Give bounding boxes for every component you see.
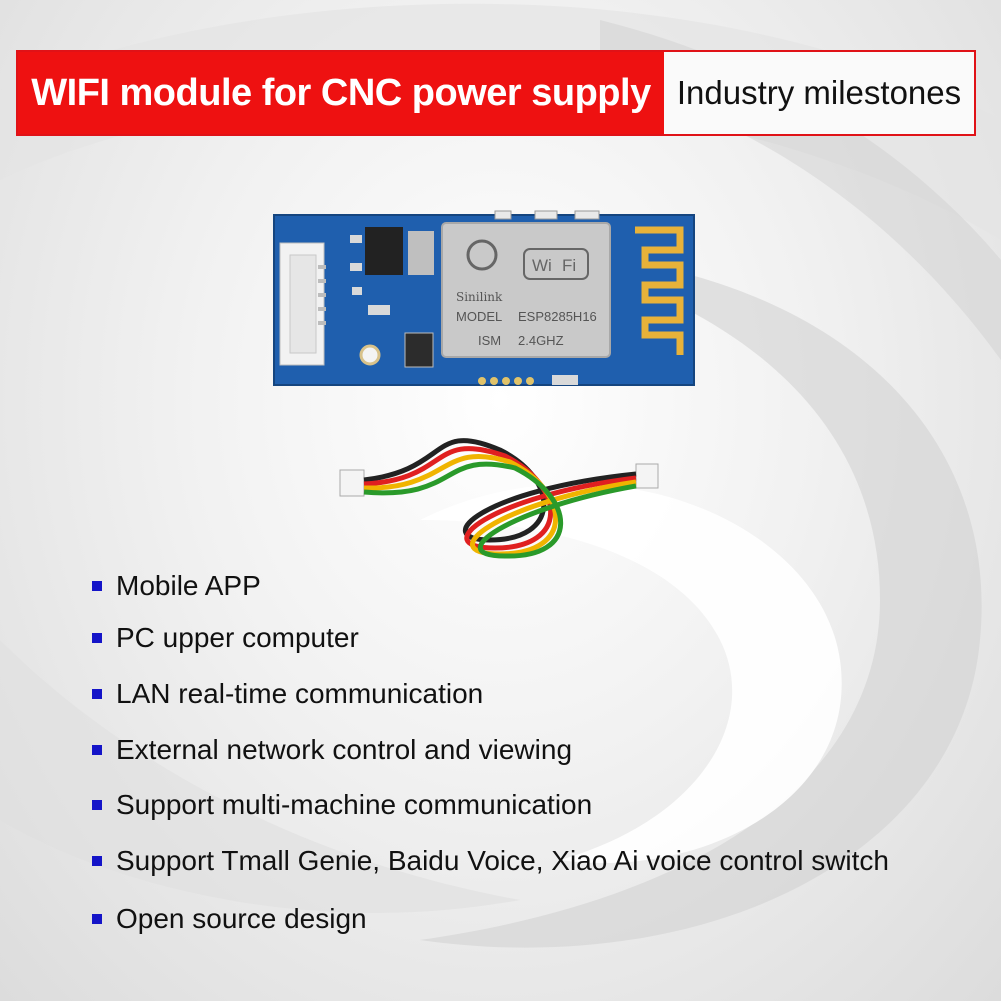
wifi-module-board: Sinilink Wi Fi MODEL ESP8285H16 ISM 2.4G… bbox=[273, 210, 695, 386]
cable-wires bbox=[363, 438, 637, 559]
bullet-icon bbox=[92, 856, 102, 866]
list-item: PC upper computer bbox=[92, 622, 359, 654]
list-item: External network control and viewing bbox=[92, 734, 572, 766]
cable-harness bbox=[339, 438, 659, 559]
antenna-icon bbox=[635, 226, 684, 355]
list-item: Support multi-machine communication bbox=[92, 789, 592, 821]
brand-logo-icon bbox=[466, 239, 498, 271]
bullet-icon bbox=[92, 581, 102, 591]
connector-pins bbox=[318, 265, 326, 325]
tagline-block: Industry milestones bbox=[664, 52, 974, 134]
bullet-icon bbox=[92, 633, 102, 643]
bullet-icon bbox=[92, 914, 102, 924]
banner-tagline: Industry milestones bbox=[676, 74, 962, 111]
title-banner: WIFI module for CNC power supply Industr… bbox=[16, 50, 976, 136]
cable-connector-right bbox=[635, 463, 659, 489]
list-item: LAN real-time communication bbox=[92, 678, 483, 710]
reset-button bbox=[404, 332, 434, 368]
bullet-icon bbox=[92, 689, 102, 699]
bullet-icon bbox=[92, 800, 102, 810]
cable-connector-left bbox=[339, 469, 365, 497]
module-brand: Sinilink bbox=[456, 290, 503, 304]
title-block: WIFI module for CNC power supply bbox=[18, 52, 664, 134]
regulator-chip bbox=[365, 227, 403, 275]
model-label: MODEL bbox=[456, 309, 502, 324]
wifi-badge bbox=[523, 248, 589, 280]
list-item: Support Tmall Genie, Baidu Voice, Xiao A… bbox=[92, 845, 889, 877]
band-label: ISM bbox=[478, 333, 501, 348]
banner-title: WIFI module for CNC power supply bbox=[31, 71, 651, 114]
band-value: 2.4GHZ bbox=[518, 333, 564, 348]
list-item: Open source design bbox=[92, 903, 367, 935]
mounting-hole bbox=[359, 344, 381, 366]
svg-text:Wi: Wi bbox=[532, 256, 552, 275]
svg-text:Fi: Fi bbox=[562, 256, 576, 275]
bullet-icon bbox=[92, 745, 102, 755]
list-item: Mobile APP bbox=[92, 570, 261, 602]
shield-can bbox=[441, 222, 611, 358]
model-value: ESP8285H16 bbox=[518, 309, 597, 324]
